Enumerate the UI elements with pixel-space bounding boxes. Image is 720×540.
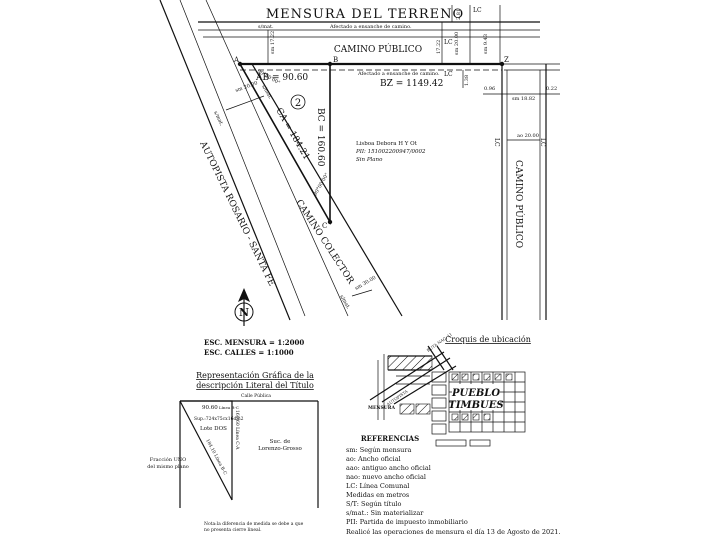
referencias-title: REFERENCIAS bbox=[361, 434, 419, 443]
point-a-label: A bbox=[233, 56, 240, 64]
autopista-lines bbox=[159, 0, 403, 321]
afectado-label-1: Afectado a ensanche de camino. bbox=[329, 24, 412, 30]
angle-label-2: 90°00'00" bbox=[313, 172, 331, 197]
road-label-camino-publico-right: CAMINO PÚBLICO bbox=[513, 160, 525, 248]
vertex-b bbox=[327, 61, 333, 67]
literal-figure bbox=[179, 400, 319, 508]
referencia-item: s/mat.: Sin materializar bbox=[346, 509, 424, 517]
owner-pii: PII: 151002200947/0002 bbox=[355, 149, 426, 155]
literal-top-side-label: Línea B-C bbox=[219, 405, 239, 410]
referencia-item: Realicé las operaciones de mensura el dí… bbox=[346, 528, 560, 536]
smat-mid-label: s/mat. bbox=[260, 84, 273, 101]
smat-s-label: s/mat. bbox=[338, 294, 351, 311]
lc-label-2: LC bbox=[444, 71, 453, 78]
vertex-c bbox=[327, 219, 333, 225]
literal-title-2: descripción Literal del Título bbox=[196, 381, 314, 390]
road-dimension-ticks bbox=[267, 5, 501, 88]
lc-label-5: LC bbox=[539, 138, 546, 147]
point-z-label: Z bbox=[504, 56, 509, 64]
lc-label-1: LC bbox=[444, 39, 453, 46]
croquis-text-backing bbox=[452, 384, 500, 410]
point-b-label: B bbox=[333, 56, 338, 64]
lc-label-3: LC bbox=[473, 7, 482, 14]
dim-281: 2.81 bbox=[456, 9, 462, 20]
croquis-pueblo: PUEBLO bbox=[451, 388, 500, 399]
croquis-title: Croquis de ubicación bbox=[445, 335, 531, 344]
side-ab-label: AB = 90.60 bbox=[255, 73, 308, 83]
literal-neighbor-2: Lorenzo-Grosso bbox=[258, 446, 302, 452]
referencia-item: PII: Partida de impuesto inmobiliario bbox=[346, 518, 468, 526]
scale-mensura: ESC. MENSURA = 1:2000 bbox=[204, 338, 304, 347]
literal-top-side: 90.60 bbox=[202, 405, 218, 411]
literal-calle: Calle Pública bbox=[241, 392, 271, 399]
referencia-item: LC: Línea Comunal bbox=[346, 482, 409, 490]
literal-lote: Lote DOS bbox=[200, 426, 227, 432]
vertex-a bbox=[237, 61, 243, 67]
literal-right-side: 160.60 Línea C-A bbox=[234, 410, 241, 450]
dim-sm-1722: sm 17.22 bbox=[270, 31, 276, 54]
dim-096: 0.96 bbox=[484, 86, 495, 92]
scale-calles: ESC. CALLES = 1:1000 bbox=[204, 348, 294, 357]
literal-note-1: Nota:la diferencia de medida se debe a q… bbox=[204, 521, 304, 527]
lc-label-4: LC bbox=[493, 138, 500, 147]
owner-plan: Sin Plano bbox=[356, 157, 383, 163]
owner-name: Lisboa Debora H Y Ot bbox=[356, 141, 418, 147]
literal-note-2: no presenta cierre lineal. bbox=[204, 527, 262, 533]
parcel-outline bbox=[238, 63, 502, 226]
referencia-item: aao: antiguo ancho oficial bbox=[346, 464, 431, 472]
north-arrow-icon bbox=[234, 288, 254, 326]
literal-sup: Sup.:724x75cx16dm2 bbox=[194, 416, 244, 422]
dim-sm-2000-left: sm 20.00 bbox=[235, 80, 259, 94]
referencia-item: Medidas en metros bbox=[346, 491, 409, 499]
dim-138: 1.38 bbox=[464, 75, 470, 86]
lot-number-circle bbox=[290, 94, 306, 110]
referencia-item: S/T: Según título bbox=[346, 500, 401, 508]
dim-1722b: 17.22 bbox=[436, 40, 442, 54]
side-bz-label: BZ = 1149.42 bbox=[380, 79, 443, 89]
point-c-label: C bbox=[322, 222, 327, 230]
smat-left-label: s/mat. bbox=[212, 110, 224, 127]
dim-ao-2000-right: ao 20.00 bbox=[517, 133, 539, 139]
referencia-item: ao: Ancho oficial bbox=[346, 455, 401, 463]
dim-sm-3000: sm 30.00 bbox=[354, 275, 377, 292]
north-label: N bbox=[239, 306, 249, 319]
afectado-label-2: Afectado a ensanche de camino. bbox=[357, 71, 440, 77]
road-label-camino-publico: CAMINO PÚBLICO bbox=[334, 43, 422, 55]
referencia-item: nao: nuevo ancho oficial bbox=[346, 473, 426, 481]
literal-fraccion-2: del mismo plano bbox=[147, 464, 189, 470]
croquis-map bbox=[369, 345, 526, 447]
lot-number: 2 bbox=[295, 98, 301, 109]
side-bc-label: BC = 160.60 bbox=[315, 108, 325, 167]
road-right bbox=[483, 64, 560, 320]
page-title: MENSURA DEL TERRENO bbox=[266, 7, 464, 22]
dim-sm-943: sm 9.43 bbox=[483, 34, 489, 54]
dim-022: 0.22 bbox=[546, 86, 557, 92]
dim-sm-2000-top: sm 20.00 bbox=[454, 32, 460, 55]
literal-fraccion-1: Fracción UNO bbox=[150, 456, 187, 463]
vertex-z bbox=[499, 61, 505, 67]
literal-title-1: Representación Gráfica de la bbox=[196, 371, 314, 380]
referencia-item: sm: Según mensura bbox=[346, 446, 411, 454]
croquis-timbues: TIMBUES bbox=[448, 400, 503, 411]
dim-sm-1882: sm 18.82 bbox=[512, 96, 535, 102]
croquis-mensura: MENSURA bbox=[368, 405, 395, 411]
literal-neighbor-1: Suc. de bbox=[270, 439, 291, 445]
smat-top-label: s/mat. bbox=[258, 24, 274, 30]
